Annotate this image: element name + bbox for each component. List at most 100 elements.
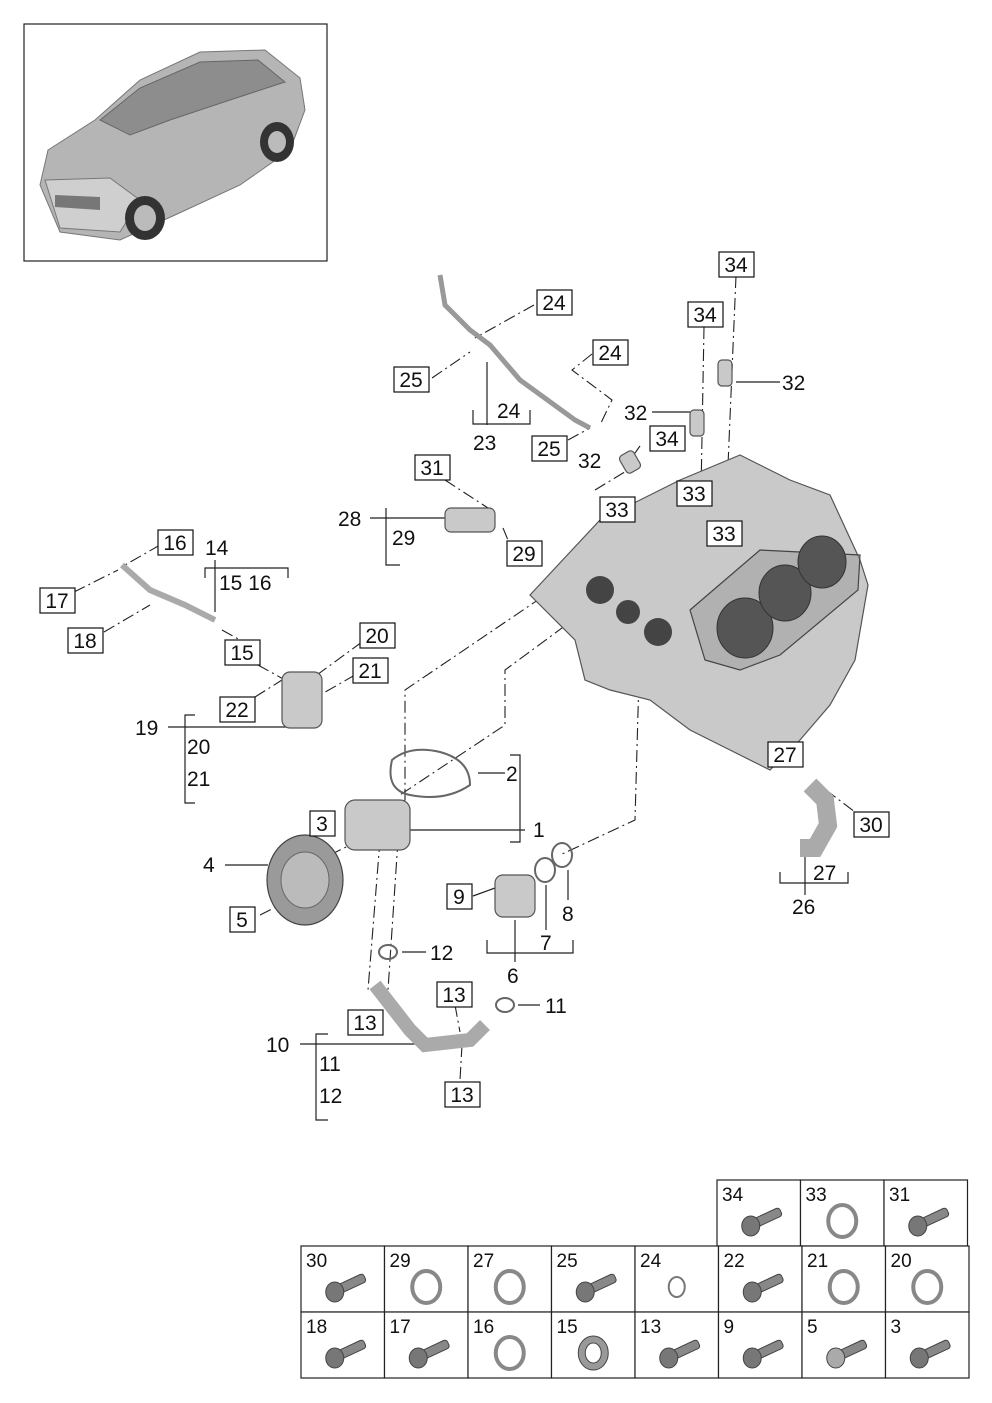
legend-cell[interactable]: 33 — [799, 1179, 885, 1247]
callout-34[interactable]: 34 — [718, 251, 755, 278]
callout-22[interactable]: 22 — [219, 696, 256, 723]
callout-28[interactable]: 28 — [338, 508, 361, 531]
legend-cell[interactable]: 24 — [634, 1245, 720, 1313]
legend-cell[interactable]: 16 — [467, 1311, 553, 1379]
svg-text:25: 25 — [537, 438, 560, 461]
callout-27[interactable]: 27 — [813, 862, 836, 885]
callout-21[interactable]: 21 — [187, 768, 210, 791]
legend-cell[interactable]: 21 — [801, 1245, 887, 1313]
callout-11[interactable]: 11 — [545, 995, 567, 1018]
callout-5[interactable]: 5 — [229, 906, 256, 933]
callout-15-16[interactable]: 15 16 — [219, 572, 272, 595]
callout-29[interactable]: 29 — [392, 527, 415, 550]
gasket-2 — [389, 748, 472, 798]
callout-11[interactable]: 11 — [319, 1053, 341, 1076]
callout-26[interactable]: 26 — [792, 896, 815, 919]
legend-number: 13 — [640, 1317, 661, 1338]
callout-24[interactable]: 24 — [497, 400, 521, 423]
legend-cell[interactable]: 20 — [884, 1245, 970, 1313]
bolt-icon — [659, 1339, 701, 1369]
legend-number: 33 — [806, 1185, 827, 1206]
legend-cell[interactable]: 30 — [300, 1245, 386, 1313]
callout-30[interactable]: 30 — [853, 811, 890, 838]
svg-text:21: 21 — [358, 660, 381, 683]
callout-10[interactable]: 10 — [266, 1034, 289, 1057]
oil-line-23 — [437, 274, 592, 431]
callout-19[interactable]: 19 — [135, 717, 158, 740]
callout-13[interactable]: 13 — [347, 1009, 384, 1036]
ring-icon — [493, 1335, 526, 1371]
callout-14[interactable]: 14 — [205, 537, 229, 560]
legend-number: 25 — [557, 1251, 578, 1272]
callout-33[interactable]: 33 — [676, 480, 713, 507]
callouts: 34 34 34 32 32 32 24 24 24 23 25 25 33 3… — [39, 251, 890, 1108]
legend-cell[interactable]: 5 — [801, 1311, 887, 1379]
callout-24[interactable]: 24 — [536, 289, 573, 316]
callout-8[interactable]: 8 — [562, 903, 574, 926]
legend-cell[interactable]: 13 — [634, 1311, 720, 1379]
callout-12[interactable]: 12 — [430, 942, 453, 965]
svg-text:9: 9 — [453, 886, 465, 909]
legend-cell[interactable]: 15 — [550, 1311, 636, 1379]
legend-cell[interactable]: 18 — [300, 1311, 386, 1379]
legend-cell[interactable]: 3 — [884, 1311, 970, 1379]
callout-32[interactable]: 32 — [578, 450, 601, 473]
vehicle-thumbnail — [23, 23, 328, 262]
legend-cell[interactable]: 17 — [383, 1311, 469, 1379]
callout-25[interactable]: 25 — [393, 366, 430, 393]
callout-12[interactable]: 12 — [319, 1085, 342, 1108]
legend-number: 29 — [390, 1251, 411, 1272]
callout-33[interactable]: 33 — [599, 496, 636, 523]
svg-text:33: 33 — [605, 499, 628, 522]
callout-15[interactable]: 15 — [224, 639, 261, 666]
legend-number: 34 — [722, 1185, 744, 1206]
svg-text:20: 20 — [365, 625, 388, 648]
legend-cell[interactable]: 22 — [717, 1245, 803, 1313]
callout-27[interactable]: 27 — [767, 741, 804, 768]
callout-13[interactable]: 13 — [436, 981, 473, 1008]
bolt-icon — [742, 1273, 784, 1303]
legend-number: 21 — [807, 1251, 828, 1272]
callout-29[interactable]: 29 — [506, 540, 543, 567]
callout-31[interactable]: 31 — [414, 454, 451, 481]
callout-34[interactable]: 34 — [649, 425, 686, 452]
legend-number: 15 — [557, 1317, 578, 1338]
callout-9[interactable]: 9 — [446, 883, 473, 910]
legend-number: 5 — [807, 1317, 818, 1338]
svg-text:17: 17 — [45, 590, 68, 613]
car-illustration — [39, 49, 306, 241]
callout-25[interactable]: 25 — [531, 435, 568, 462]
legend-cell[interactable]: 9 — [717, 1311, 803, 1379]
legend-cell[interactable]: 29 — [383, 1245, 469, 1313]
small-ring-icon — [667, 1276, 686, 1298]
callout-20[interactable]: 20 — [359, 622, 396, 649]
callout-34[interactable]: 34 — [687, 301, 724, 328]
callout-13[interactable]: 13 — [444, 1081, 481, 1108]
callout-4[interactable]: 4 — [203, 854, 215, 877]
callout-2[interactable]: 2 — [506, 763, 518, 786]
ring-icon — [410, 1269, 443, 1305]
callout-20[interactable]: 20 — [187, 736, 210, 759]
callout-17[interactable]: 17 — [39, 587, 76, 614]
legend-number: 18 — [306, 1317, 327, 1338]
legend-cell[interactable]: 27 — [467, 1245, 553, 1313]
callout-3[interactable]: 3 — [309, 810, 336, 837]
callout-33[interactable]: 33 — [706, 520, 743, 547]
bolt-icon — [909, 1339, 951, 1369]
callout-7[interactable]: 7 — [540, 932, 552, 955]
legend-cell[interactable]: 31 — [883, 1179, 969, 1247]
legend-cell[interactable]: 25 — [550, 1245, 636, 1313]
callout-32[interactable]: 32 — [782, 372, 805, 395]
callout-23[interactable]: 23 — [473, 432, 496, 455]
legend-cell[interactable]: 34 — [716, 1179, 802, 1247]
callout-16[interactable]: 16 — [157, 529, 194, 556]
callout-24[interactable]: 24 — [592, 339, 629, 366]
legend-number: 24 — [640, 1251, 662, 1272]
svg-text:15: 15 — [230, 642, 253, 665]
callout-18[interactable]: 18 — [67, 627, 104, 654]
bolt-icon — [575, 1273, 617, 1303]
callout-1[interactable]: 1 — [533, 819, 545, 842]
callout-6[interactable]: 6 — [507, 965, 519, 988]
callout-21[interactable]: 21 — [352, 657, 389, 684]
callout-32[interactable]: 32 — [624, 402, 647, 425]
